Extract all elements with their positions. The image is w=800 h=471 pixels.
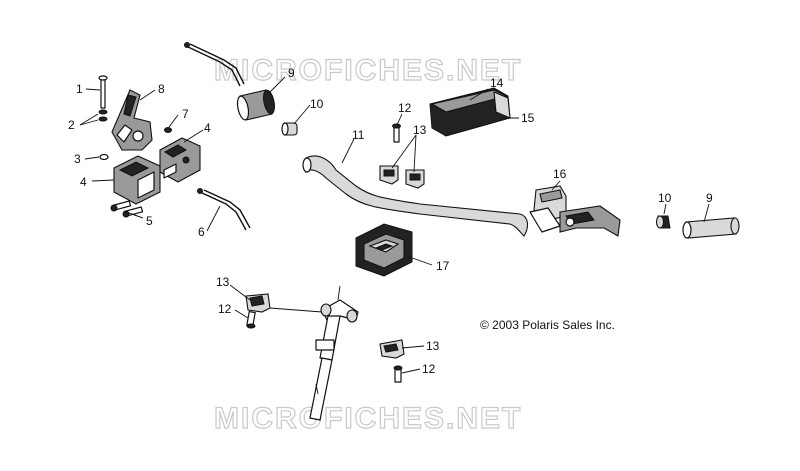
callout-8: 8 [158, 82, 165, 96]
switch-housing-part [113, 155, 161, 205]
small-washer-part [99, 153, 109, 161]
throttle-lever-part [111, 89, 153, 151]
end-plug-left-part [281, 122, 298, 136]
brake-master-cylinder-part [529, 185, 621, 237]
callout-12-upper: 12 [398, 101, 412, 115]
callout-14: 14 [490, 76, 504, 90]
callout-16: 16 [553, 167, 567, 181]
callout-12-right: 12 [422, 362, 436, 376]
steering-post-part [309, 299, 359, 421]
upper-cable-part [184, 42, 245, 87]
bolt-part [98, 75, 108, 109]
callout-13-right: 13 [426, 339, 440, 353]
watermark-top: MICROFICHES.NET [214, 54, 522, 87]
handlebar-part [302, 155, 529, 237]
callout-15: 15 [521, 111, 535, 125]
grip-right-part [682, 217, 740, 239]
screws-part [110, 200, 144, 218]
callout-3: 3 [74, 152, 81, 166]
callout-11: 11 [352, 128, 365, 142]
bolt-upper-part [392, 123, 401, 143]
callout-10-left: 10 [310, 97, 324, 111]
clamp-left-part [245, 293, 271, 313]
callout-13-upper: 13 [413, 123, 427, 137]
copyright-notice: © 2003 Polaris Sales Inc. [480, 318, 615, 332]
watermark-bottom: MICROFICHES.NET [214, 402, 522, 435]
callout-9-left: 9 [288, 66, 295, 80]
grip-left-part [236, 89, 275, 121]
callout-10-right: 10 [658, 191, 672, 205]
callout-2: 2 [68, 118, 75, 132]
callout-17: 17 [436, 259, 450, 273]
block-part [355, 223, 413, 277]
leader-lines [79, 76, 710, 374]
clamps-upper-part [379, 165, 425, 189]
throttle-cable-part [197, 188, 251, 231]
pad-part [429, 87, 511, 137]
callout-13-left: 13 [216, 275, 230, 289]
callout-labels: 1 2 3 4 4 5 6 7 8 9 10 11 12 13 14 15 16… [68, 66, 713, 376]
callout-4-lower: 4 [80, 175, 87, 189]
callout-12-left: 12 [218, 302, 232, 316]
callout-1: 1 [76, 82, 83, 96]
callout-9-right: 9 [706, 191, 713, 205]
switch-housing-upper-part [159, 137, 201, 183]
end-plug-right-part [655, 215, 671, 229]
callout-7: 7 [182, 107, 189, 121]
bolt-right-part [393, 365, 403, 383]
washer-part [98, 109, 108, 122]
bolt-left-part [246, 310, 256, 329]
callout-5: 5 [146, 214, 153, 228]
callout-6: 6 [198, 225, 205, 239]
nut-part [164, 127, 172, 133]
callout-4-upper: 4 [204, 121, 211, 135]
clamp-right-part [379, 339, 405, 359]
